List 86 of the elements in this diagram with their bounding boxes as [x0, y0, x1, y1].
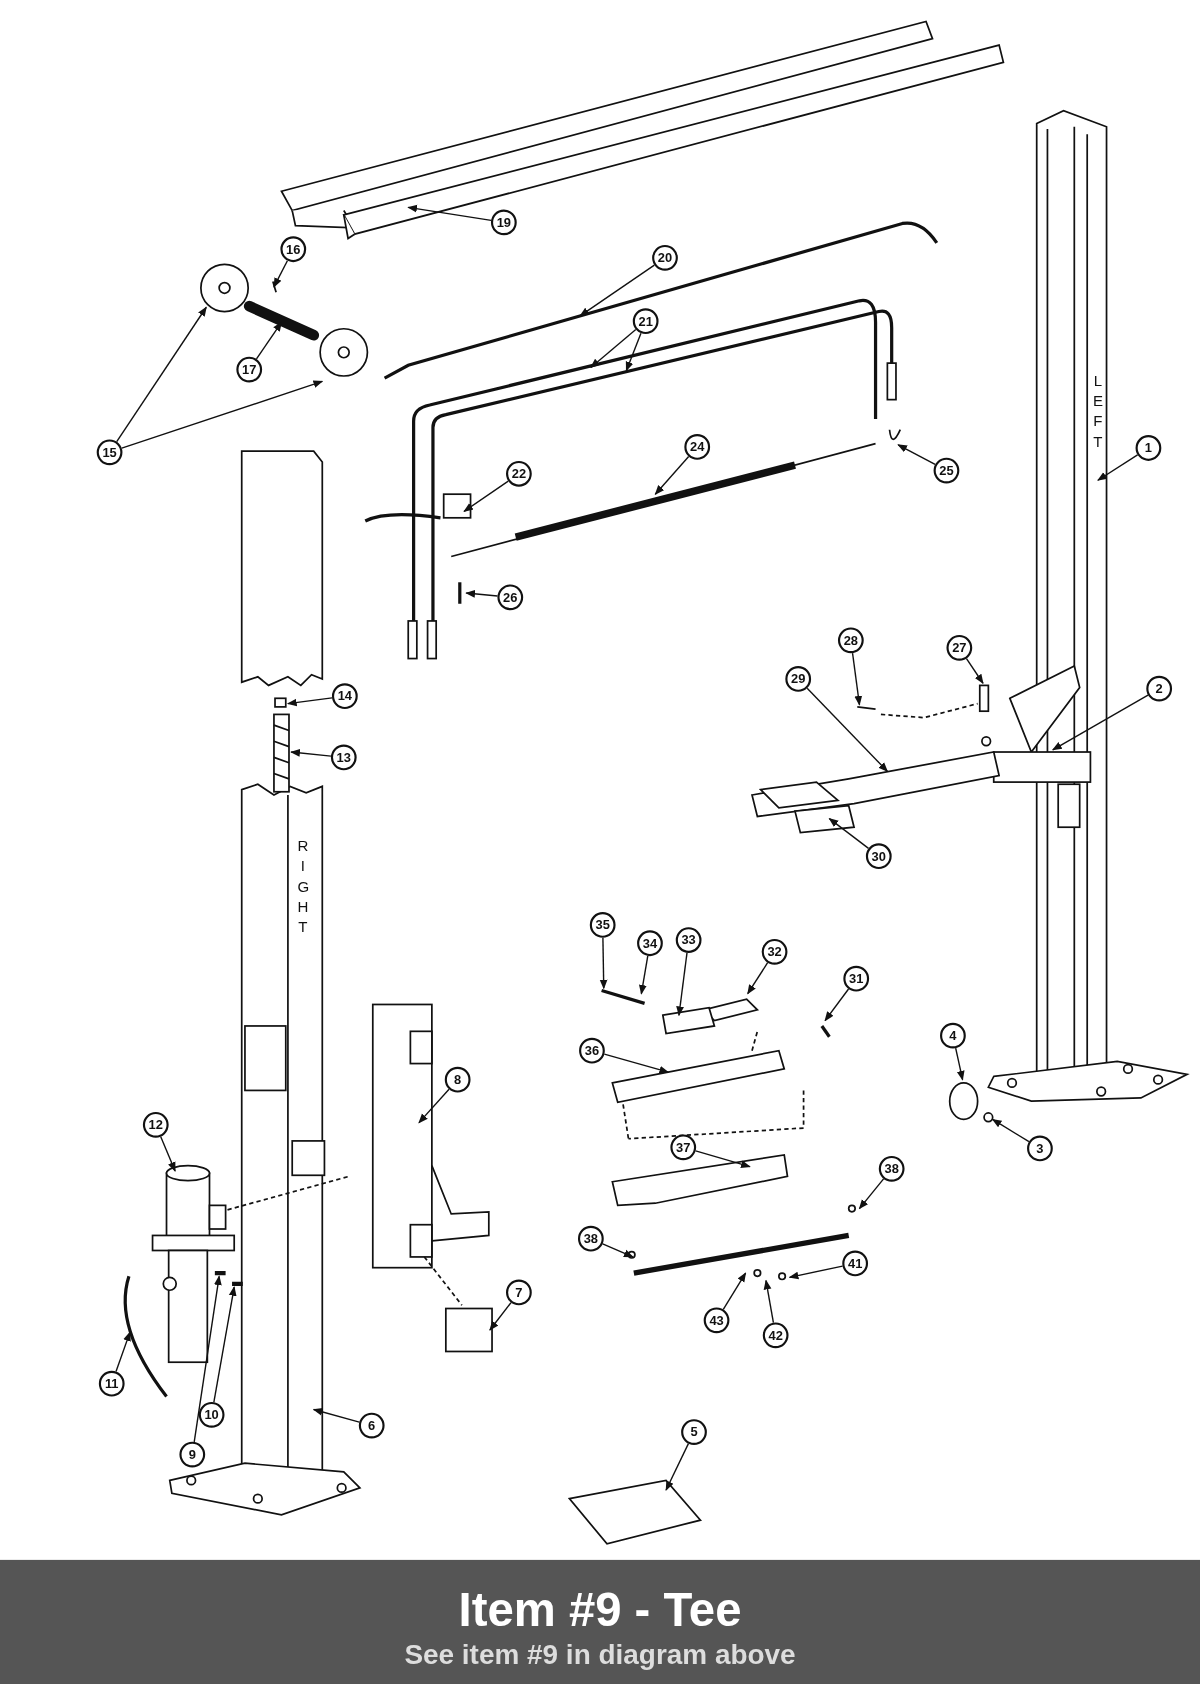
leader-line [665, 1442, 690, 1491]
callout-number: 31 [843, 965, 870, 992]
callout-number: 11 [98, 1370, 125, 1397]
column-label: RIGHT [297, 835, 309, 938]
caption: See item #9 in diagram above [403, 1637, 797, 1672]
callout-number: 43 [703, 1307, 730, 1334]
leader-line [639, 955, 649, 995]
leader-line [116, 306, 207, 443]
callout-number: 28 [837, 627, 864, 654]
leader-line [763, 1279, 775, 1324]
leader-line [290, 749, 332, 757]
callout-number: 10 [198, 1401, 225, 1428]
callout-number: 4 [940, 1022, 966, 1049]
callout-number: 34 [637, 930, 663, 957]
callout-number: 21 [632, 308, 659, 335]
leader-line [115, 1331, 131, 1373]
leader-line [193, 1275, 222, 1443]
callout-number: 7 [506, 1279, 532, 1306]
leader-line [273, 260, 289, 288]
leader-line [747, 962, 769, 995]
leader-line [213, 1286, 237, 1403]
leader-line [654, 455, 690, 495]
callout-number: 14 [331, 683, 358, 710]
callout-number: 36 [579, 1037, 605, 1064]
leader-line [579, 264, 656, 317]
callout-number: 15 [96, 439, 123, 466]
leader-line [407, 204, 492, 222]
leader-line [160, 1136, 176, 1172]
column-label: LEFT [1092, 370, 1104, 452]
callout-number: 25 [933, 457, 960, 484]
leader-line [1097, 454, 1139, 481]
leader-line [851, 652, 863, 706]
leader-line [489, 1301, 512, 1331]
callout-number: 1 [1135, 435, 1162, 461]
callout-number: 38 [878, 1155, 905, 1182]
leader-line [722, 1272, 747, 1311]
leader-line [897, 444, 936, 466]
leader-line [625, 332, 642, 372]
leader-line [954, 1047, 965, 1081]
callout-number: 13 [330, 744, 357, 771]
leader-line [121, 380, 324, 449]
callout-number: 22 [506, 460, 532, 487]
callout-number: 33 [675, 927, 702, 953]
leader-line [1051, 694, 1149, 751]
callout-number: 20 [652, 244, 678, 271]
leader-line [991, 1118, 1030, 1143]
callout-number: 26 [497, 584, 524, 611]
leader-line [286, 697, 333, 707]
callout-number: 35 [589, 912, 616, 938]
callout-number: 9 [179, 1441, 206, 1468]
title: Item #9 - Tee [457, 1583, 743, 1638]
leader-line [603, 1053, 670, 1074]
leader-line [694, 1150, 751, 1168]
callout-number: 3 [1027, 1135, 1053, 1162]
callout-number: 5 [681, 1419, 707, 1445]
leader-line [858, 1178, 885, 1210]
leader-line [824, 988, 850, 1022]
callout-number: 24 [684, 434, 711, 460]
callout-number: 2 [1146, 675, 1173, 702]
callout-number: 42 [762, 1322, 789, 1349]
callout-number: 17 [236, 356, 263, 383]
leader-line [590, 328, 637, 369]
callout-number: 19 [490, 209, 517, 236]
callout-number: 32 [761, 938, 788, 965]
leader-line [418, 1088, 450, 1124]
callout-number: 29 [785, 666, 812, 692]
leader-line [599, 937, 608, 990]
callout-number: 16 [280, 236, 307, 263]
callout-number: 27 [946, 634, 973, 661]
leader-line [255, 321, 283, 360]
leader-line [463, 480, 509, 513]
leader-line [465, 590, 499, 598]
leader-line [806, 687, 889, 773]
callout-number: 37 [670, 1134, 697, 1161]
leader-line [828, 817, 870, 850]
callout-number: 38 [578, 1225, 604, 1252]
leader-line [788, 1265, 844, 1280]
callout-number: 12 [142, 1111, 169, 1138]
callout-number: 8 [444, 1066, 471, 1093]
leader-line [965, 657, 984, 685]
callout-number: 41 [842, 1250, 869, 1277]
leader-line [602, 1243, 634, 1258]
callout-number: 30 [865, 843, 892, 870]
leader-line [312, 1408, 360, 1423]
callout-number: 6 [358, 1412, 385, 1439]
leader-line [676, 952, 688, 1017]
